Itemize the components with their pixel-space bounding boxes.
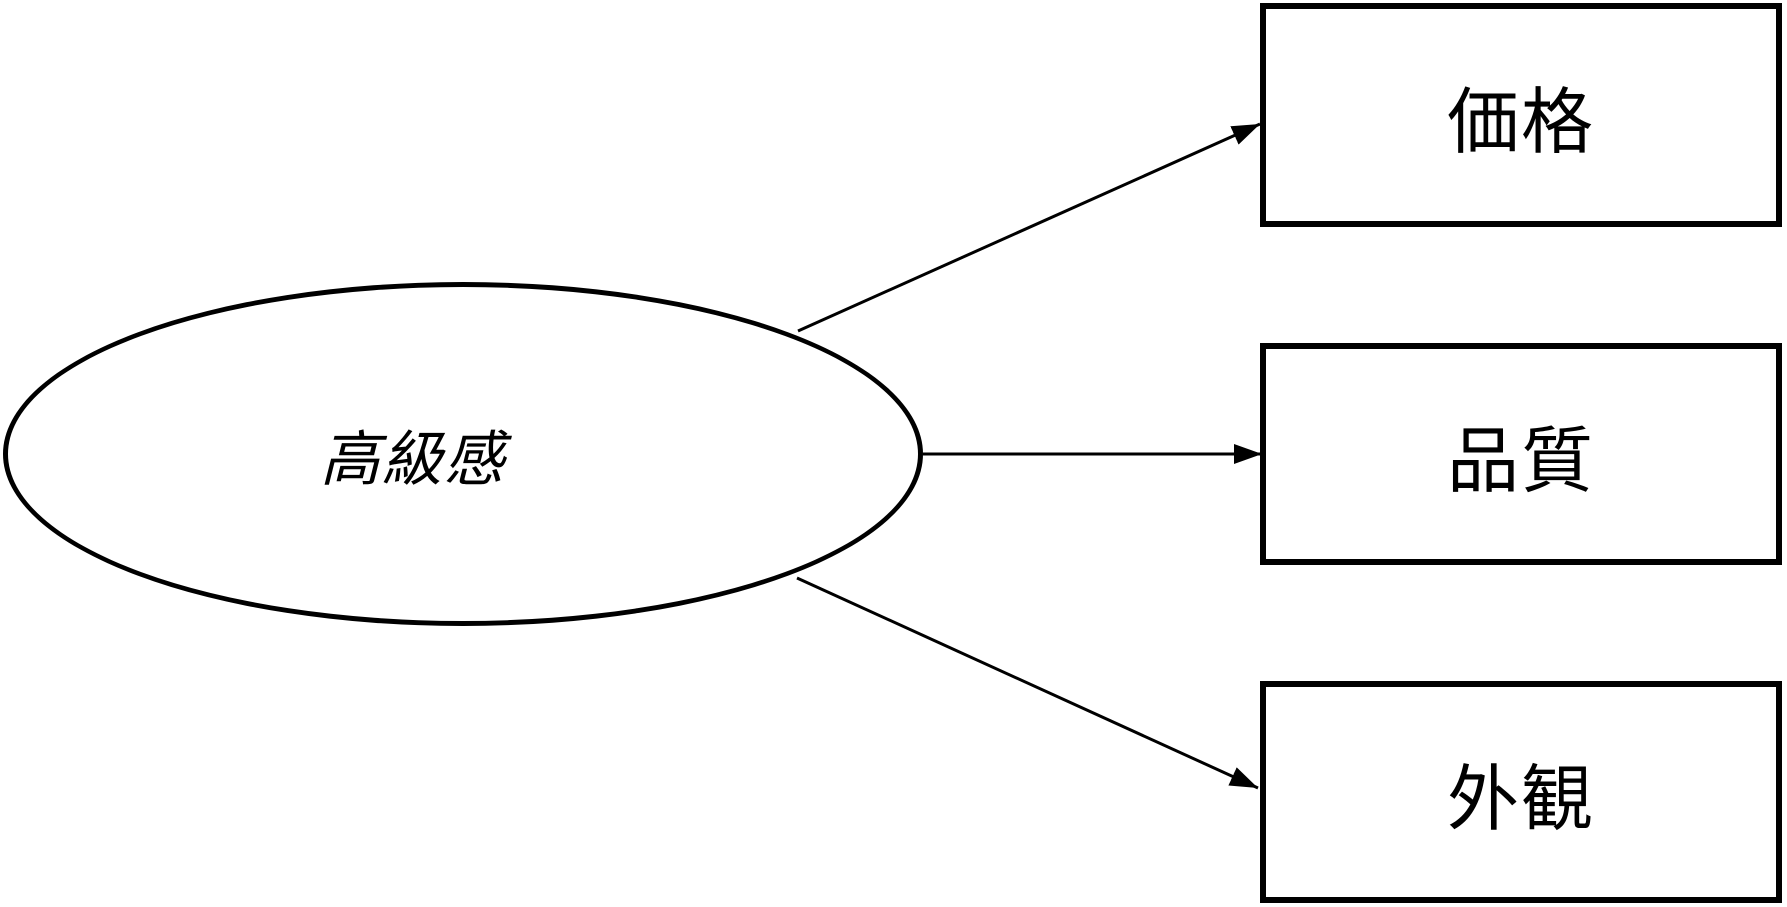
indicator-node-quality-label: 品質: [1446, 421, 1595, 502]
edge-arrow-to-appearance: [796, 576, 1259, 790]
edge-arrow-to-price: [797, 122, 1261, 333]
latent-node-ellipse: 高級感: [3, 282, 923, 626]
indicator-node-appearance-label: 外観: [1446, 759, 1595, 840]
indicator-node-quality: 品質: [1260, 343, 1782, 565]
indicator-node-price: 価格: [1260, 3, 1782, 227]
indicator-node-price-label: 価格: [1446, 82, 1595, 163]
indicator-node-appearance: 外観: [1260, 681, 1782, 903]
latent-node-label: 高級感: [320, 425, 506, 493]
